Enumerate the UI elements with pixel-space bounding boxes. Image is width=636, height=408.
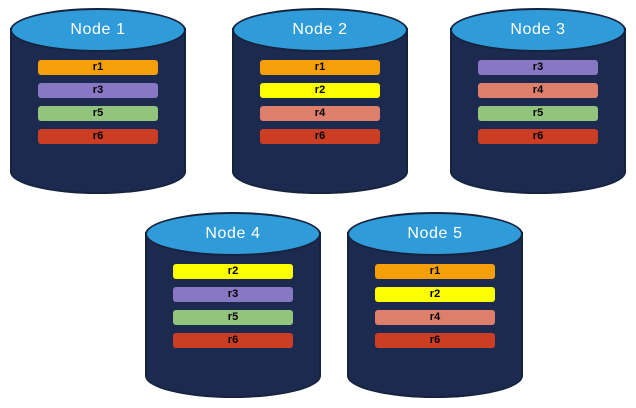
replica-bar-r3[interactable]: r3 xyxy=(478,60,598,75)
cylinder-top-ellipse xyxy=(450,8,626,52)
replica-bar-r5[interactable]: r5 xyxy=(173,310,293,325)
replica-list: r1 r3 r5 r6 xyxy=(38,60,158,144)
node-label: Node 3 xyxy=(510,21,566,38)
replica-bar-r5[interactable]: r5 xyxy=(478,106,598,121)
replica-bar-r6[interactable]: r6 xyxy=(173,333,293,348)
node-label: Node 5 xyxy=(407,225,463,242)
node-4[interactable]: Node 4 r2 r3 r5 r6 xyxy=(145,212,321,398)
replica-bar-r1[interactable]: r1 xyxy=(375,264,495,279)
replica-list: r1 r2 r4 r6 xyxy=(375,264,495,348)
replica-bar-r2[interactable]: r2 xyxy=(260,83,380,98)
replica-bar-r6[interactable]: r6 xyxy=(375,333,495,348)
replica-list: r1 r2 r4 r6 xyxy=(260,60,380,144)
replica-bar-r6[interactable]: r6 xyxy=(38,129,158,144)
replica-bar-r5[interactable]: r5 xyxy=(38,106,158,121)
cylinder-top-ellipse xyxy=(10,8,186,52)
replica-bar-r6[interactable]: r6 xyxy=(478,129,598,144)
replica-bar-r3[interactable]: r3 xyxy=(38,83,158,98)
node-3[interactable]: Node 3 r3 r4 r5 r6 xyxy=(450,8,626,194)
replica-bar-r2[interactable]: r2 xyxy=(173,264,293,279)
replica-list: r2 r3 r5 r6 xyxy=(173,264,293,348)
replica-bar-r2[interactable]: r2 xyxy=(375,287,495,302)
replica-list: r3 r4 r5 r6 xyxy=(478,60,598,144)
replica-bar-r4[interactable]: r4 xyxy=(260,106,380,121)
replica-bar-r6[interactable]: r6 xyxy=(260,129,380,144)
cylinder-top-ellipse xyxy=(232,8,408,52)
node-5[interactable]: Node 5 r1 r2 r4 r6 xyxy=(347,212,523,398)
node-1[interactable]: Node 1 r1 r3 r5 r6 xyxy=(10,8,186,194)
node-label: Node 1 xyxy=(70,21,126,38)
replica-bar-r1[interactable]: r1 xyxy=(260,60,380,75)
replica-bar-r4[interactable]: r4 xyxy=(375,310,495,325)
cylinder-top-ellipse xyxy=(347,212,523,256)
node-label: Node 2 xyxy=(292,21,348,38)
replica-bar-r4[interactable]: r4 xyxy=(478,83,598,98)
replica-bar-r3[interactable]: r3 xyxy=(173,287,293,302)
cylinder-top-ellipse xyxy=(145,212,321,256)
node-2[interactable]: Node 2 r1 r2 r4 r6 xyxy=(232,8,408,194)
replica-bar-r1[interactable]: r1 xyxy=(38,60,158,75)
node-label: Node 4 xyxy=(205,225,261,242)
